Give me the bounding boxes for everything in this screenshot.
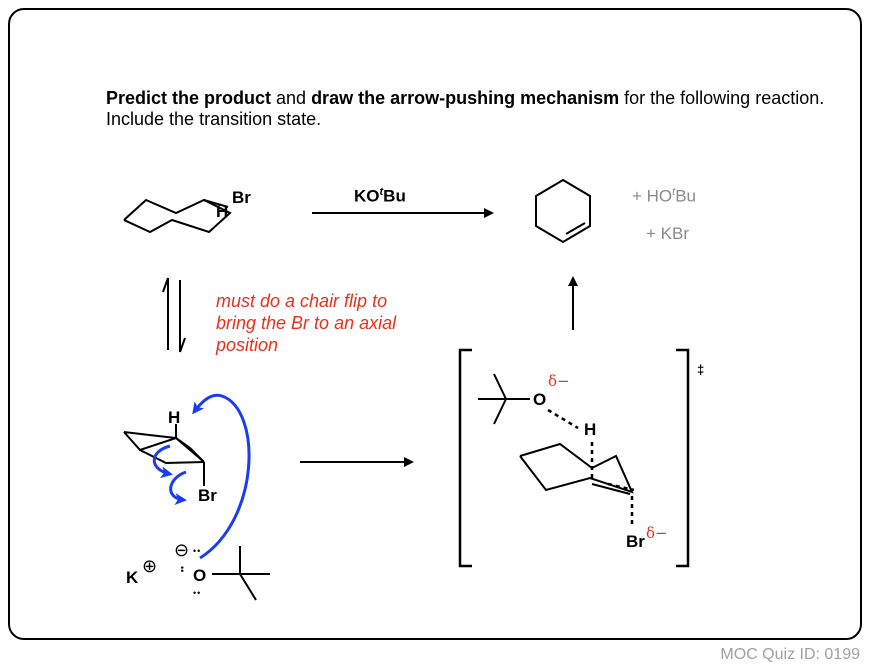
ts-bromine-label: Br [626, 532, 645, 551]
prompt-text-1: and [271, 88, 312, 108]
ts-partial-bonds [547, 408, 635, 528]
bromine-label: Br [232, 188, 251, 207]
prompt-bold-1: Predict the product [106, 88, 272, 108]
oxygen-label: O [193, 566, 207, 585]
tert-butoxide [212, 546, 270, 601]
prompt-bold-2: draw the arrow-pushing mechanism [311, 88, 620, 108]
lone-pair-icon: •• [177, 566, 187, 573]
byproduct-kbr: + KBr [646, 224, 689, 243]
ts-cyclohexane-chair [519, 442, 634, 495]
lone-pair-icon: •• [193, 546, 202, 556]
double-dagger-icon: ‡ [697, 362, 705, 377]
ts-hydrogen-label: H [584, 420, 597, 439]
ts-oxygen-partial-charge: δ− [548, 372, 570, 390]
starting-cyclohexane-chair [123, 198, 232, 234]
ts-tert-butyl [478, 373, 530, 425]
ts-bromine-partial-charge: δ− [646, 524, 668, 542]
equilibrium-arrows [162, 277, 186, 353]
axial-hydrogen-label: H [168, 408, 181, 427]
quiz-id: MOC Quiz ID: 0199 [720, 646, 860, 663]
transition-state-brackets [458, 348, 690, 568]
axial-bromine-label: Br [198, 486, 217, 505]
ts-oxygen-label: O [533, 390, 547, 409]
question-prompt: Predict the product and draw the arrow-p… [106, 88, 826, 130]
problem-card [8, 8, 862, 640]
negative-charge-icon: ⊖ [174, 540, 190, 560]
lone-pair-icon: •• [193, 588, 202, 598]
hydrogen-label: H [216, 202, 229, 221]
prompt-text-2: for the following reaction. Include the … [106, 88, 825, 129]
byproduct-tbuoh: + HOtBu [632, 186, 697, 206]
positive-charge-icon: ⊕ [142, 556, 158, 576]
cyclohexene-product [535, 178, 591, 244]
chair-flip-note: must do a chair flip to bring the Br to … [216, 291, 397, 355]
curved-mechanism-arrows [152, 393, 251, 560]
potassium-label: K [126, 568, 139, 587]
flipped-cyclohexane-chair [123, 424, 205, 486]
reagent-label: KOtBu [354, 186, 406, 206]
